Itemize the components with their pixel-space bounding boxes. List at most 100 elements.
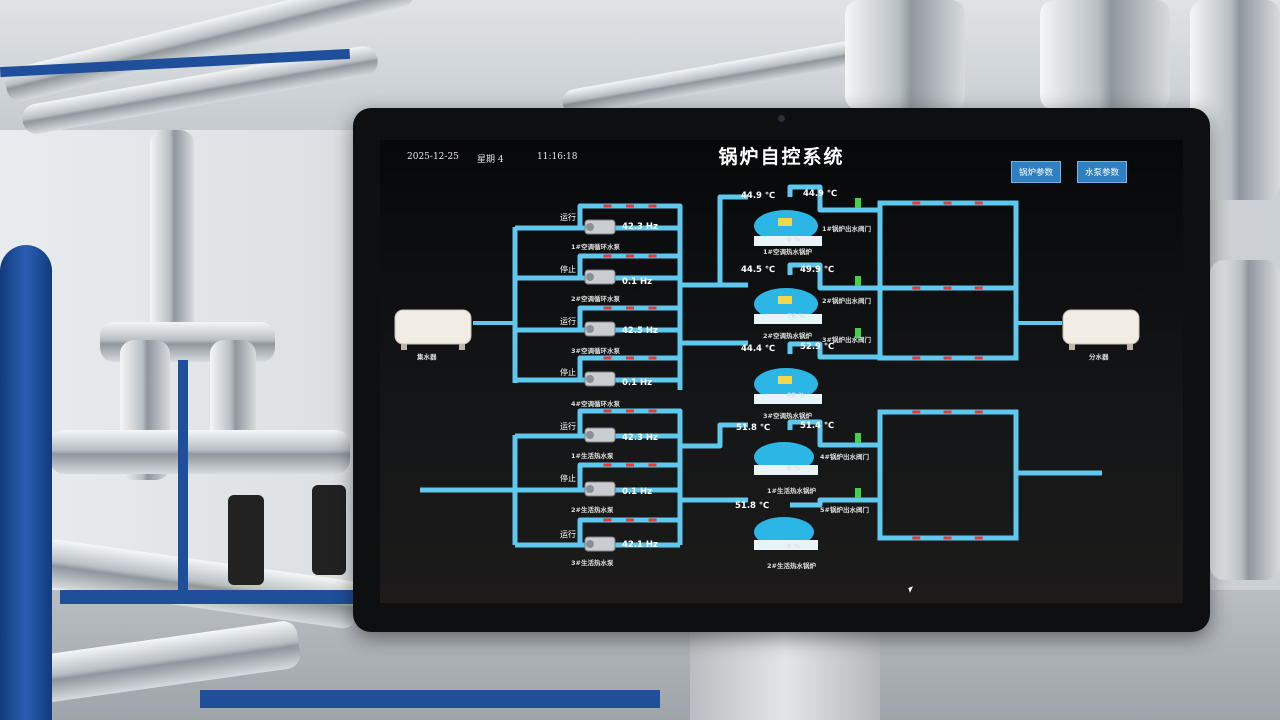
boiler-name: 3#空调热水锅炉	[763, 412, 812, 420]
boiler-name: 1#空调热水锅炉	[763, 248, 812, 256]
boiler-panel	[778, 296, 792, 304]
boiler-outlet-temp: 51.4 ℃	[800, 421, 835, 431]
valve-icon	[855, 198, 861, 208]
valve-name: 3#锅炉出水阀门	[822, 336, 871, 344]
water-pipe	[787, 341, 880, 360]
pump-params-button[interactable]: 水泵参数	[1077, 161, 1127, 183]
pump-motor-icon	[586, 325, 594, 333]
boiler-inlet-temp: 44.5 ℃	[741, 265, 776, 275]
pump-name: 4#空调循环水泵	[571, 400, 620, 408]
boiler-inlet-temp: 51.8 ℃	[735, 501, 770, 511]
pump-icon	[584, 219, 616, 235]
water-pipe	[680, 194, 748, 288]
boiler-name: 2#空调热水锅炉	[763, 332, 812, 340]
valve-name: 1#锅炉出水阀门	[822, 225, 871, 233]
pump-icon	[584, 321, 616, 337]
boiler-outlet-temp: 52.9 ℃	[800, 342, 835, 352]
distribution-loop	[877, 409, 1019, 541]
left-tank-label: 集水器	[417, 353, 437, 361]
water-pipe	[787, 419, 880, 448]
pump-status: 停止	[560, 368, 576, 377]
date-text: 2025-12-25	[407, 152, 459, 162]
pump-status: 运行	[560, 530, 576, 539]
boiler-base	[754, 236, 822, 246]
pump-status: 停止	[560, 265, 576, 274]
insulated-tank	[1210, 260, 1280, 580]
camera-icon	[778, 115, 785, 122]
tank-leg	[459, 344, 465, 350]
monitor-stand	[690, 632, 880, 720]
valve-name: 5#锅炉出水阀门	[820, 506, 869, 514]
steel-frame	[60, 590, 360, 604]
time-text: 11:16:18	[537, 152, 578, 162]
boiler-inlet-temp: 44.4 ℃	[741, 344, 776, 354]
valve-icon	[855, 433, 861, 443]
boiler-panel	[778, 376, 792, 384]
boiler-load: 88 %	[787, 391, 805, 399]
pump-name: 2#空调循环水泵	[571, 295, 620, 303]
boiler-outlet-temp: 49.9 ℃	[800, 265, 835, 275]
pump-frequency: 42.3 Hz	[622, 222, 658, 232]
valve-icon	[855, 276, 861, 286]
pump-motor-icon	[586, 223, 594, 231]
blue-tank	[0, 245, 52, 720]
boiler-name: 1#生活热水锅炉	[767, 487, 816, 495]
boiler-icon	[754, 442, 814, 472]
ceiling-duct	[1040, 0, 1170, 110]
boiler-load: 0 %	[787, 235, 801, 243]
boiler-outlet-temp: 44.9 ℃	[803, 189, 838, 199]
pump-frequency: 42.1 Hz	[622, 540, 658, 550]
pump-frequency: 0.1 Hz	[622, 378, 653, 388]
floor-pump	[228, 495, 264, 585]
distribution-loop	[877, 200, 1019, 361]
page-title: 锅炉自控系统	[718, 146, 845, 168]
water-pipe	[787, 184, 880, 213]
boiler-base	[754, 314, 822, 324]
piping-diagram	[394, 184, 1140, 552]
boiler-params-button[interactable]: 锅炉参数	[1011, 161, 1061, 183]
valve-name: 2#锅炉出水阀门	[822, 297, 871, 305]
pump-motor-icon	[586, 431, 594, 439]
tank-icon	[394, 309, 472, 345]
pump-motor-icon	[586, 485, 594, 493]
right-tank-label: 分水器	[1089, 353, 1109, 361]
water-pipe	[790, 497, 880, 508]
pump-icon	[584, 536, 616, 552]
tank-leg	[1069, 344, 1075, 350]
boiler-inlet-temp: 44.9 ℃	[741, 191, 776, 201]
pump-frequency: 0.1 Hz	[622, 277, 653, 287]
pump-icon	[584, 371, 616, 387]
boiler-base	[754, 394, 822, 404]
valve-icon	[855, 328, 861, 338]
boiler-load: 76 %	[787, 312, 805, 320]
water-pipe	[787, 262, 880, 291]
weekday-text: 星期 4	[477, 155, 504, 165]
steel-frame	[200, 690, 660, 708]
valve-icon	[855, 488, 861, 498]
valve-name: 4#锅炉出水阀门	[820, 453, 869, 461]
boiler-panel	[778, 218, 792, 226]
steel-column	[178, 360, 188, 590]
vertical-pipe	[150, 130, 194, 340]
boiler-base	[754, 465, 818, 475]
pump-name: 1#空调循环水泵	[571, 243, 620, 251]
pump-status: 停止	[560, 474, 576, 483]
tank-icon	[1062, 309, 1140, 345]
boiler-icon	[754, 517, 814, 547]
boiler-load: 0 %	[787, 542, 801, 550]
ceiling-duct	[845, 0, 965, 110]
pump-name: 1#生活热水泵	[571, 452, 614, 460]
pump-name: 3#生活热水泵	[571, 559, 614, 567]
pump-name: 2#生活热水泵	[571, 506, 614, 514]
pump-motor-icon	[586, 273, 594, 281]
scada-screen: 2025-12-25 星期 4 11:16:18 锅炉自控系统 锅炉参数 水泵参…	[380, 140, 1183, 603]
pump-motor-icon	[586, 375, 594, 383]
pump-status: 运行	[560, 422, 576, 431]
pump-status: 运行	[560, 317, 576, 326]
pump-icon	[584, 427, 616, 443]
boiler-name: 2#生活热水锅炉	[767, 562, 816, 570]
pump-motor-icon	[586, 540, 594, 548]
pump-frequency: 0.1 Hz	[622, 487, 653, 497]
pump-icon	[584, 269, 616, 285]
tank-leg	[401, 344, 407, 350]
